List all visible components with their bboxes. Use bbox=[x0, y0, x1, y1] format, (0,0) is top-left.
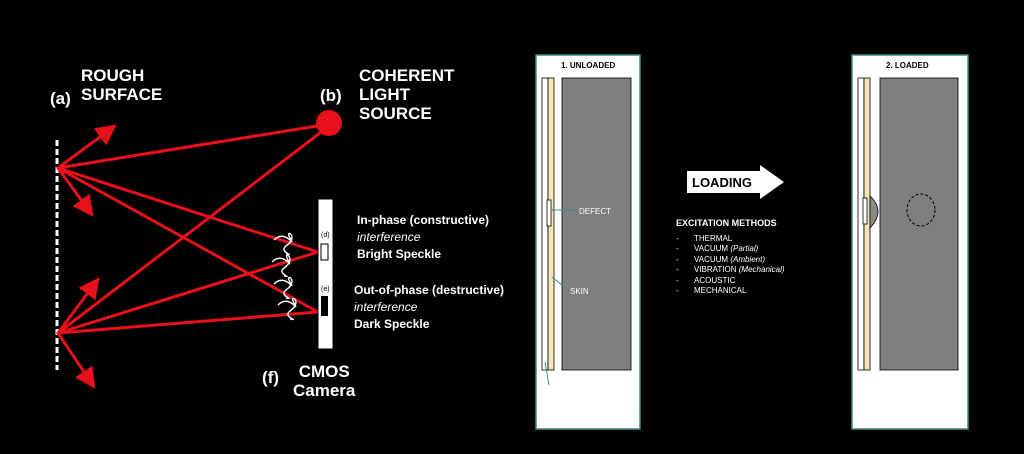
outphase-line-1: Out-of-phase (destructive) bbox=[354, 283, 505, 297]
method-text: VIBRATION bbox=[694, 265, 737, 274]
cmos-camera-label: CMOS Camera bbox=[293, 362, 355, 400]
wave-squiggle-2 bbox=[271, 254, 291, 278]
beam-source-to-top bbox=[56, 124, 319, 170]
method-text: MECHANICAL bbox=[694, 286, 747, 295]
panel2-dashed-circle bbox=[906, 193, 936, 227]
inphase-label: In-phase (constructive) interference Bri… bbox=[357, 212, 489, 263]
wave-squiggle-1 bbox=[273, 232, 293, 256]
loading-label: LOADING bbox=[692, 175, 752, 190]
rough-surface-label: ROUGH SURFACE bbox=[81, 66, 162, 104]
method-text: THERMAL bbox=[694, 233, 733, 243]
pixel-d-bright bbox=[320, 243, 329, 261]
beam-source-to-bottom bbox=[56, 131, 322, 335]
method-dash: - bbox=[676, 244, 679, 253]
core-label: CORE bbox=[543, 387, 567, 396]
label-e: (e) bbox=[321, 286, 330, 293]
wave-squiggles bbox=[271, 232, 297, 321]
skin-label: SKIN bbox=[570, 287, 589, 296]
method-item: - VIBRATION (Mechanical) bbox=[676, 265, 785, 276]
panel2-title: 2. LOADED bbox=[886, 61, 929, 70]
label-a: (a) bbox=[50, 89, 71, 108]
outphase-line-3: Dark Speckle bbox=[354, 317, 430, 331]
inphase-line-1: In-phase (constructive) bbox=[357, 213, 490, 227]
wave-squiggle-4 bbox=[277, 297, 297, 321]
method-text: VACUUM bbox=[694, 254, 729, 264]
excitation-methods: EXCITATION METHODS - THERMAL - VACUUM (Par… bbox=[676, 218, 785, 297]
scatter-arrow-4 bbox=[56, 331, 96, 389]
scatter-arrow-2 bbox=[56, 166, 94, 217]
skin-leader bbox=[551, 276, 569, 291]
panel1-leader-lines bbox=[544, 209, 577, 386]
outphase-line-2: interference bbox=[354, 300, 418, 314]
camera-body bbox=[317, 198, 334, 350]
method-text: ACOUSTIC bbox=[694, 275, 736, 285]
rough-line-1: ROUGH bbox=[81, 66, 145, 85]
inphase-line-2: interference bbox=[357, 230, 421, 244]
method-note: (Ambient) bbox=[730, 254, 765, 264]
laser-beams bbox=[56, 124, 322, 389]
method-dash: - bbox=[676, 233, 679, 243]
method-item: - ACOUSTIC bbox=[676, 276, 785, 287]
defect-label: DEFECT bbox=[579, 207, 611, 216]
method-item: - MECHANICAL bbox=[676, 286, 785, 297]
panel2-gray-block bbox=[879, 77, 959, 371]
coherent-line-2: LIGHT bbox=[359, 85, 410, 104]
label-d: (d) bbox=[321, 232, 330, 239]
method-note: (Partial) bbox=[730, 244, 759, 253]
label-f: (f) bbox=[262, 368, 279, 387]
panel1-defect-mark bbox=[546, 199, 552, 227]
method-dash: - bbox=[676, 254, 679, 264]
method-note: (Mechanical) bbox=[738, 265, 785, 274]
method-dash: - bbox=[676, 286, 679, 295]
scatter-arrow-1 bbox=[56, 124, 117, 170]
coherent-line-1: COHERENT bbox=[359, 66, 455, 85]
outphase-label: Out-of-phase (destructive) interference … bbox=[354, 282, 504, 333]
rough-line-2: SURFACE bbox=[81, 85, 163, 104]
method-item: - THERMAL bbox=[676, 234, 785, 245]
label-b: (b) bbox=[320, 86, 342, 105]
panel1-title: 1. UNLOADED bbox=[561, 61, 616, 70]
panel1-gray-block bbox=[561, 77, 632, 371]
loading-arrow bbox=[687, 165, 784, 199]
beam-bottom-to-camera-e bbox=[56, 310, 320, 335]
method-text: VACUUM bbox=[694, 244, 729, 253]
beam-bottom-to-camera-d bbox=[56, 250, 320, 335]
method-item: - VACUUM (Ambient) bbox=[676, 255, 785, 266]
method-item: - VACUUM (Partial) bbox=[676, 244, 785, 255]
coherent-light-source-label: COHERENT LIGHT SOURCE bbox=[359, 66, 454, 123]
beam-top-to-camera-e bbox=[56, 166, 320, 314]
pixel-e-dark bbox=[321, 296, 328, 316]
inphase-line-3: Bright Speckle bbox=[357, 247, 442, 261]
cmos-line-1: CMOS bbox=[298, 362, 350, 381]
panel2-bulge bbox=[869, 195, 879, 230]
methods-title: EXCITATION METHODS bbox=[676, 218, 777, 228]
method-dash: - bbox=[676, 275, 679, 285]
light-source-circle bbox=[316, 110, 342, 136]
scatter-arrow-3 bbox=[56, 277, 100, 335]
wave-squiggle-3 bbox=[273, 276, 293, 300]
method-dash: - bbox=[676, 265, 679, 274]
coherent-line-3: SOURCE bbox=[359, 104, 432, 123]
panel2-defect-mark bbox=[862, 197, 868, 225]
core-leader bbox=[544, 361, 550, 386]
beam-top-to-camera-d bbox=[56, 166, 320, 254]
cmos-line-2: Camera bbox=[293, 381, 356, 400]
